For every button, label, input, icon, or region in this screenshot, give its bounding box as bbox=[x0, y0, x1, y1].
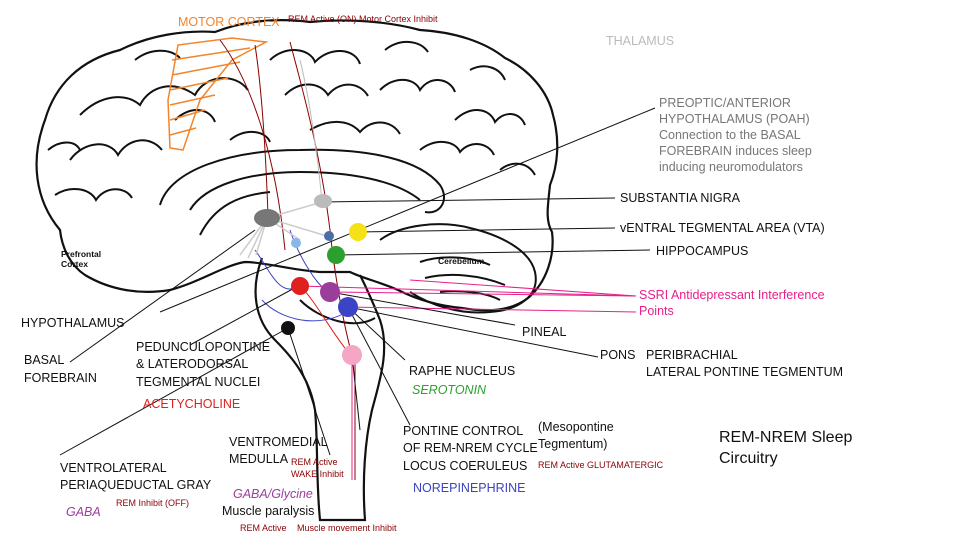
prefrontal-cortex-label: Prefrontal Cortex bbox=[61, 249, 102, 270]
raphe-nucleus-label: RAPHE NUCLEUS bbox=[409, 364, 516, 378]
peribrachial-label: PERIBRACHIAL LATERAL PONTINE TEGMENTUM bbox=[646, 348, 844, 380]
small-blue-dot bbox=[291, 238, 301, 248]
gaba-glycine-label: GABA/Glycine bbox=[233, 487, 313, 501]
ppt-ldt-dot bbox=[291, 277, 309, 295]
ventromedial-dot bbox=[342, 345, 362, 365]
gyri-lines bbox=[47, 41, 536, 203]
motor-cortex-note: REM Active (ON) Motor Cortex Inhibit bbox=[288, 14, 438, 24]
hypothalamus-dot bbox=[254, 209, 280, 227]
ssri-lines bbox=[299, 279, 637, 313]
substantia-nigra-dot bbox=[324, 231, 334, 241]
vta-label: vENTRAL TEGMENTAL AREA (VTA) bbox=[620, 221, 825, 235]
muscle-paralysis-label: Muscle paralysis bbox=[222, 504, 315, 518]
muscle-note-rem-active: REM Active bbox=[240, 523, 287, 533]
thalamus-dot bbox=[314, 194, 332, 208]
brainstem-outline bbox=[254, 257, 386, 522]
pineal-label: PINEAL bbox=[522, 325, 567, 339]
corpus-callosum bbox=[159, 148, 445, 236]
hypothalamus-label: HYPOTHALAMUS bbox=[21, 316, 125, 330]
vlpag-note: REM Inhibit (OFF) bbox=[116, 498, 190, 508]
raphe-dot bbox=[320, 282, 340, 302]
hippocampus-dot bbox=[327, 246, 345, 264]
pons-bulge bbox=[299, 299, 376, 325]
cerebellum-outline bbox=[379, 223, 537, 314]
acetylcholine-label: ACETYCHOLINE bbox=[143, 397, 241, 411]
pons-label: PONS bbox=[600, 348, 636, 362]
norepinephrine-label: NOREPINEPHRINE bbox=[413, 481, 526, 495]
mesopontine-label: (Mesopontine Tegmentum) bbox=[538, 420, 614, 452]
cerebellum-label: Cerebellum bbox=[438, 256, 485, 266]
thalamus-label: THALAMUS bbox=[606, 34, 675, 48]
nuclei bbox=[254, 194, 367, 365]
brain-outline bbox=[35, 19, 559, 312]
motor-cortex-label: MOTOR CORTEX bbox=[178, 15, 280, 29]
vlpag-label: VENTROLATERAL PERIAQUEDUCTAL GRAY bbox=[60, 461, 212, 493]
glutamatergic-note: REM Active GLUTAMATERGIC bbox=[538, 460, 664, 470]
ventromedial-medulla-label: VENTROMEDIAL MEDULLA bbox=[229, 435, 328, 467]
vlpag-dot bbox=[281, 321, 295, 335]
vta-dot bbox=[349, 223, 367, 241]
poah-label: PREOPTIC/ANTERIOR HYPOTHALAMUS (POAH) Co… bbox=[659, 96, 812, 174]
gaba-label: GABA bbox=[66, 505, 101, 519]
serotonin-label: SEROTONIN bbox=[412, 383, 487, 397]
hippocampus-label: HIPPOCAMPUS bbox=[656, 244, 749, 258]
ssri-label: SSRI Antidepressant Interference Points bbox=[639, 288, 825, 319]
pontine-control-label: PONTINE CONTROL OF REM-NREM CYCLE LOCUS … bbox=[403, 424, 538, 473]
diagram-title: REM-NREM Sleep Circuitry bbox=[719, 429, 853, 467]
muscle-note-inhibit: Muscle movement Inhibit bbox=[297, 523, 397, 533]
substantia-nigra-label: SUBSTANTIA NIGRA bbox=[620, 191, 740, 205]
basal-forebrain-label: BASAL FOREBRAIN bbox=[24, 353, 97, 386]
motor-cortex-region bbox=[167, 37, 269, 151]
leader-lines bbox=[59, 107, 656, 456]
ppt-ldt-label: PEDUNCULOPONTINE & LATERODORSAL TEGMENTA… bbox=[136, 340, 271, 389]
locus-coeruleus-dot bbox=[338, 297, 358, 317]
ventromedial-note: REM Active WAKE Inhibit bbox=[291, 457, 344, 479]
